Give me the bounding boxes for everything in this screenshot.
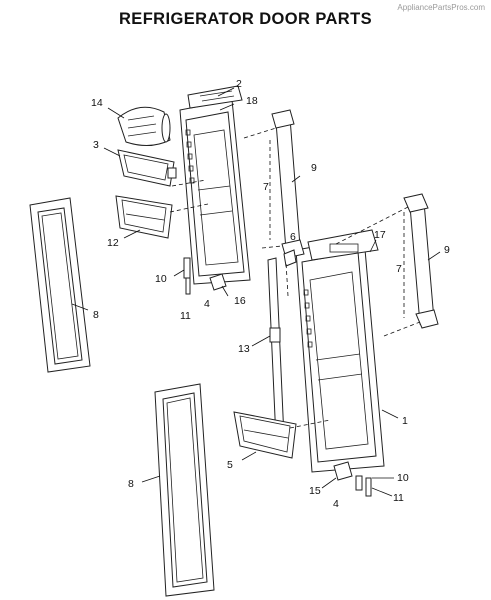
right-door xyxy=(295,229,385,473)
callout-7: 7 xyxy=(263,181,269,193)
callout-14: 14 xyxy=(91,97,103,109)
hinge-strip xyxy=(267,257,285,441)
callout-4: 4 xyxy=(204,298,210,310)
door-bin-slots xyxy=(185,129,195,184)
callout-12: 12 xyxy=(107,237,119,249)
watermark: AppliancePartsPros.com xyxy=(397,3,485,12)
door-bin-slots xyxy=(303,289,313,348)
callout-18: 18 xyxy=(246,95,258,107)
callout-9: 9 xyxy=(311,162,317,174)
hinge-pin-upper xyxy=(183,257,191,295)
callout-10b: 10 xyxy=(397,472,409,484)
callout-9b: 9 xyxy=(444,244,450,256)
diagram-title: REFRIGERATOR DOOR PARTS xyxy=(118,10,373,28)
callout-5: 5 xyxy=(227,459,233,471)
callout-6: 6 xyxy=(290,231,296,243)
callout-11: 11 xyxy=(180,310,191,322)
callout-3: 3 xyxy=(93,139,99,151)
door-bin-upper xyxy=(115,195,173,239)
callout-16: 16 xyxy=(234,295,246,307)
callouts: 2 18 14 3 7 9 6 17 9 7 12 10 4 16 11 8 1… xyxy=(91,78,450,510)
callout-15: 15 xyxy=(309,485,321,497)
callout-8b: 8 xyxy=(128,478,134,490)
left-door xyxy=(179,85,251,285)
dairy-cover xyxy=(117,106,171,146)
door-gasket-left xyxy=(29,197,91,373)
hinge-bracket-lower xyxy=(333,461,353,481)
handle-right xyxy=(403,193,439,329)
hinge-cap xyxy=(283,249,297,267)
hinge-pin-lower xyxy=(355,475,372,497)
callout-4b: 4 xyxy=(333,498,339,510)
callout-13: 13 xyxy=(238,343,250,355)
callout-8: 8 xyxy=(93,309,99,321)
door-bin-lower xyxy=(233,411,297,459)
handle-left xyxy=(271,109,305,259)
callout-1: 1 xyxy=(402,415,408,427)
callout-2: 2 xyxy=(236,78,242,90)
callout-7b: 7 xyxy=(396,263,402,275)
callout-11b: 11 xyxy=(393,492,404,504)
door-gasket-right xyxy=(154,383,215,597)
callout-10: 10 xyxy=(155,273,167,285)
callout-17: 17 xyxy=(374,229,386,241)
dairy-bin xyxy=(117,149,177,187)
